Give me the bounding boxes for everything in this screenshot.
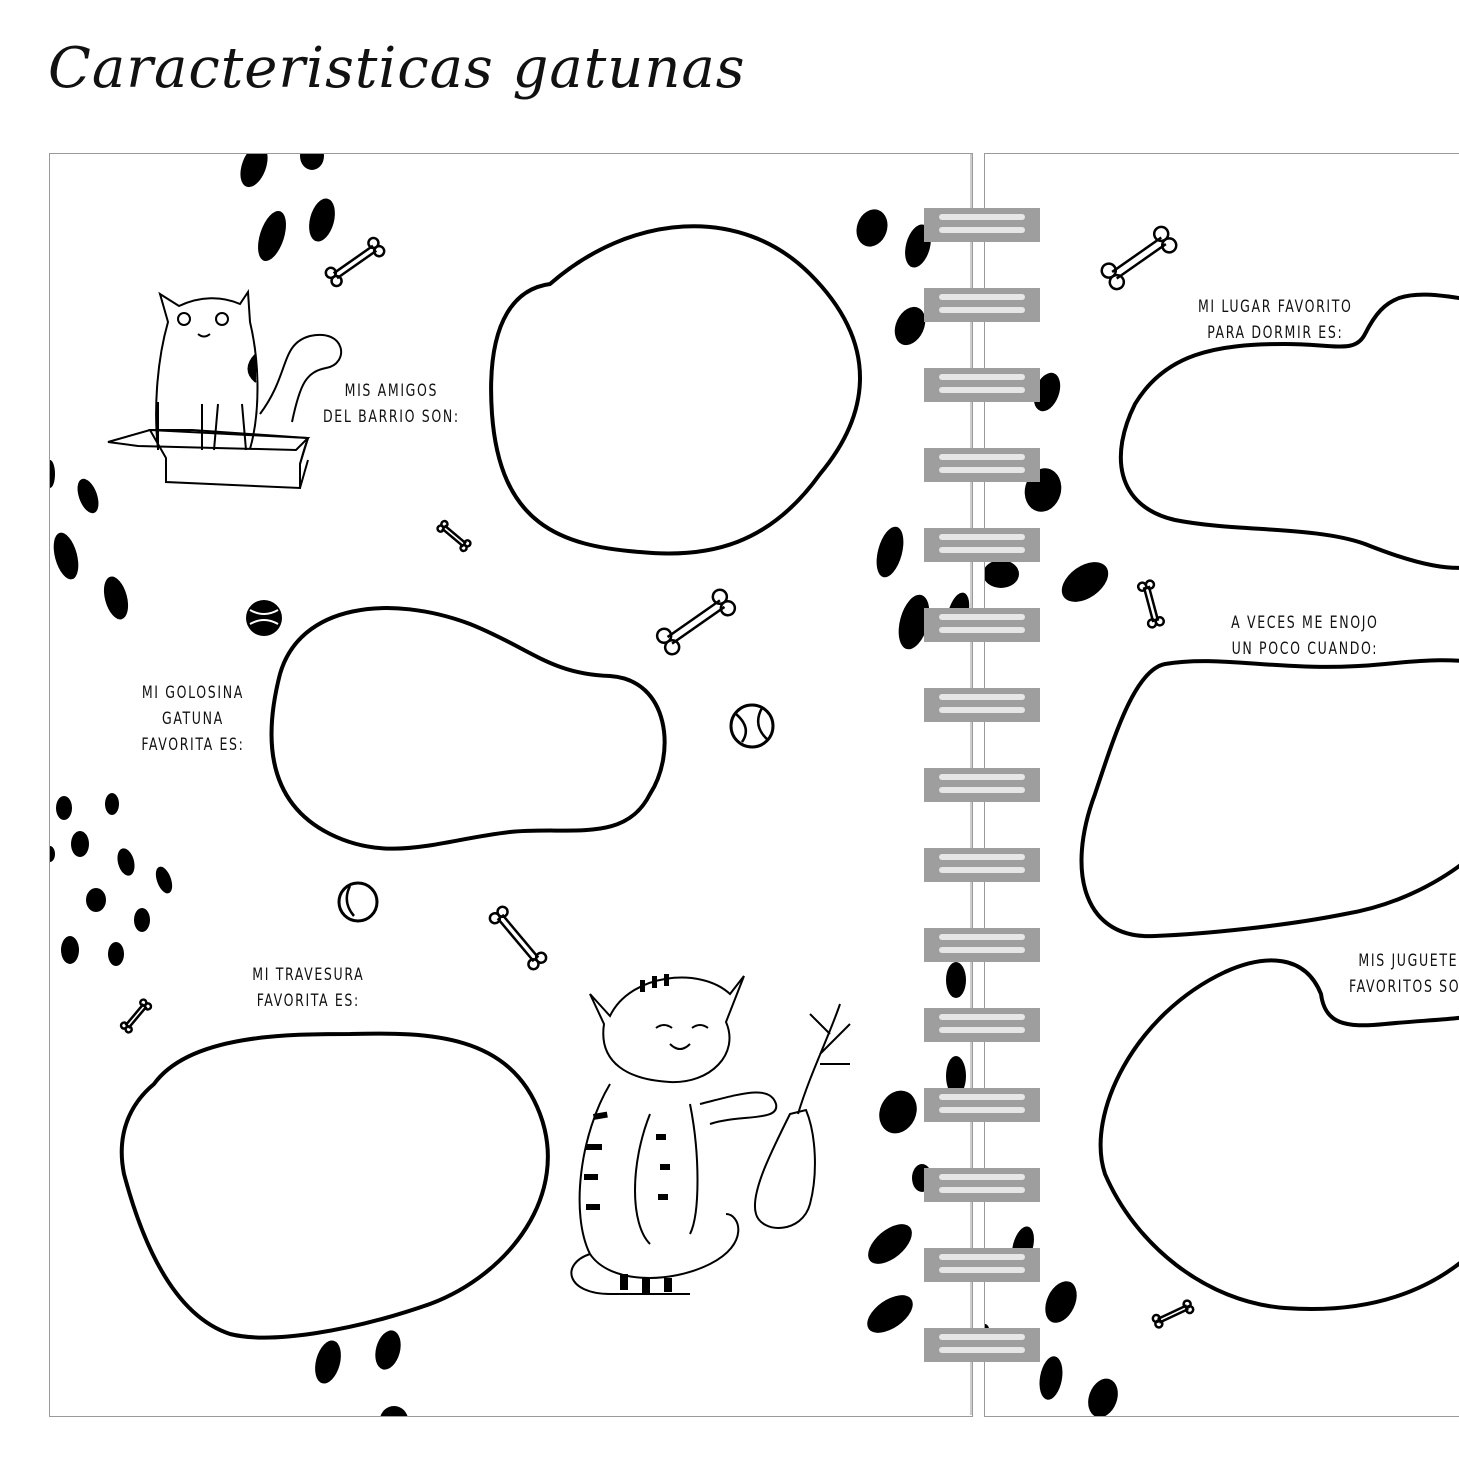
left-page: MIS AMIGOS DEL BARRIO SON: MI GOLOSINA G… [49,153,973,1417]
label-amigos: MIS AMIGOS DEL BARRIO SON: [323,381,460,427]
frame-golosina [269,606,667,851]
ball-icon [246,600,775,923]
cat-with-vase-icon [570,974,851,1295]
right-page-artwork [985,225,1459,1416]
frame-enojo [1079,658,1459,939]
bone-icon [1100,225,1195,1329]
decorative-spots [50,154,970,1416]
frame-juguetes [1098,958,1459,1312]
frame-travesura [119,1031,550,1340]
writing-frames [1079,292,1459,1312]
bone-icon [119,236,737,1034]
label-juguetes: MIS JUGUETES FAVORITOS SON: [1349,951,1459,997]
right-page: MI LUGAR FAVORITO PARA DORMIR ES: A VECE… [984,153,1459,1417]
page-title: Caracteristicas gatunas [48,36,746,101]
frame-lugar [1118,292,1459,570]
label-golosina: MI GOLOSINA GATUNA FAVORITA ES: [141,683,245,755]
label-lugar: MI LUGAR FAVORITO PARA DORMIR ES: [1197,297,1353,343]
frame-amigos [489,224,862,556]
label-enojo: A VECES ME ENOJO UN POCO CUANDO: [1231,613,1379,659]
cat-in-box-icon [107,288,343,490]
writing-frames [119,224,862,1340]
left-page-artwork [50,154,970,1416]
label-travesura: MI TRAVESURA FAVORITA ES: [252,965,365,1011]
